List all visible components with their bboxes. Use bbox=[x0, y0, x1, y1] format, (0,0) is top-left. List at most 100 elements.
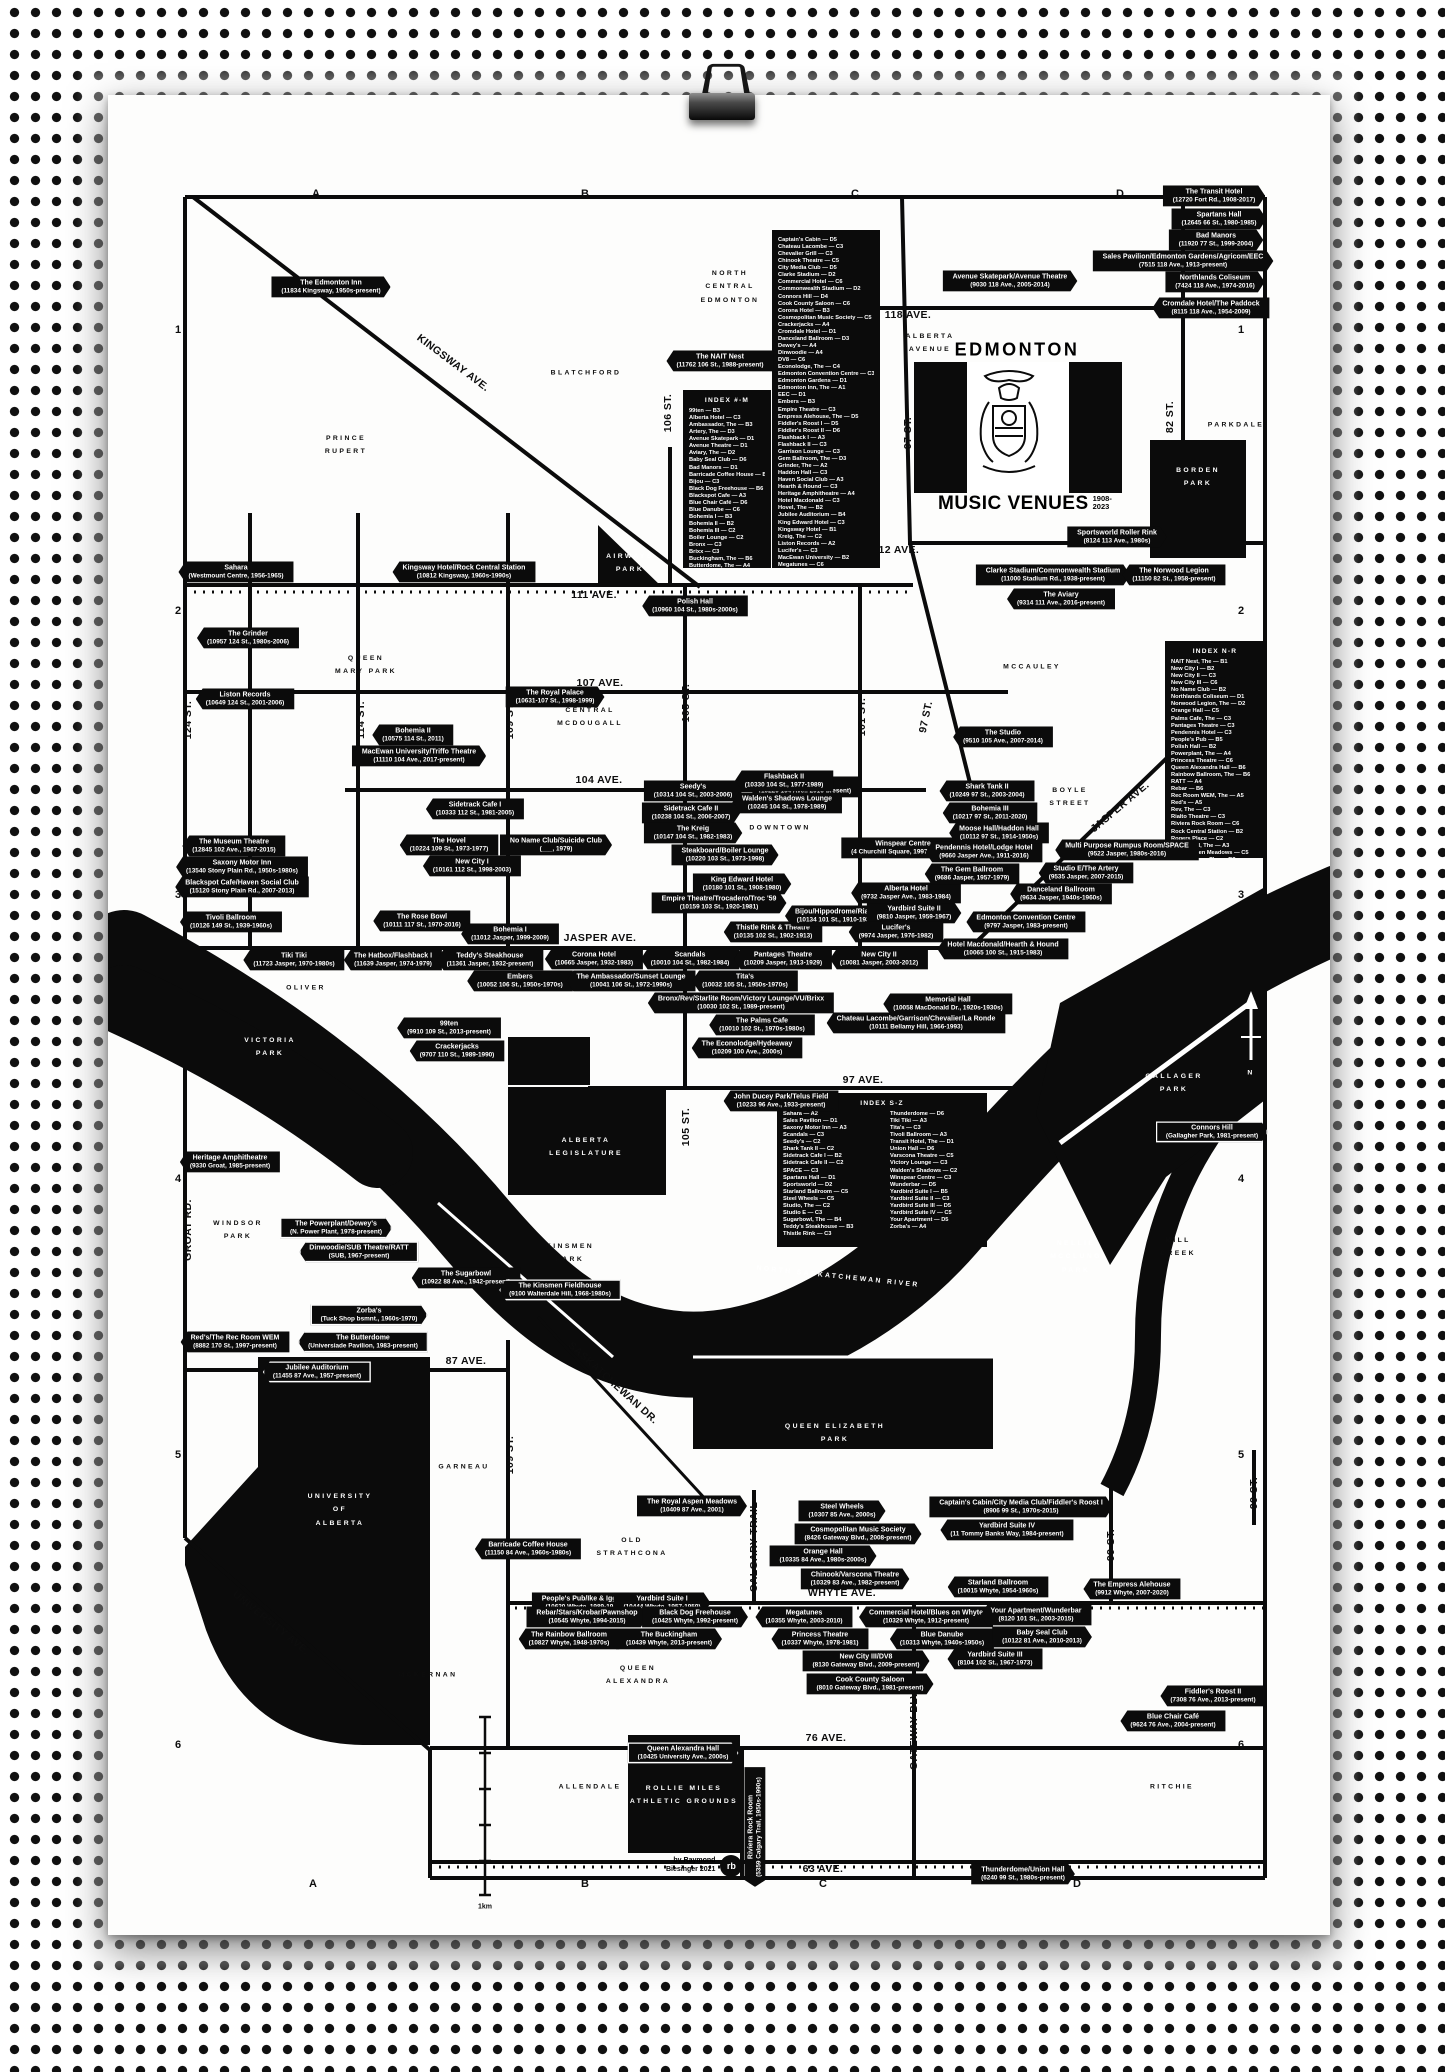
grid-number: 2 bbox=[174, 605, 182, 617]
venue-tag: Scandals(10010 104 St., 1982-1984) bbox=[640, 948, 740, 970]
venue-tag: New City I(10161 112 St., 1998-2003) bbox=[422, 855, 522, 877]
venue-tag: Bronx/Rev/Starlite Room/Victory Lounge/V… bbox=[647, 992, 835, 1014]
map-label: 87 AVE. bbox=[445, 1355, 487, 1367]
venue-tag: Memorial Hall(10058 MacDonald Dr., 1920s… bbox=[883, 993, 1013, 1015]
venue-tag: New City II(10081 Jasper, 2003-2012) bbox=[829, 948, 929, 970]
venue-tag: The Transit Hotel(12720 Fort Rd., 1908-2… bbox=[1163, 185, 1265, 206]
map-label: NELLIE MCCLUNG PARK bbox=[1050, 1240, 1102, 1274]
grid-number: 1 bbox=[174, 324, 182, 336]
grid-number: 5 bbox=[1237, 1449, 1245, 1461]
venue-tag: Sahara(Westmount Centre, 1956-1965) bbox=[178, 561, 294, 583]
venue-tag: Yardbird Suite II(9810 Jasper, 1959-1967… bbox=[867, 902, 962, 923]
venue-tag: Dinwoodie/SUB Theatre/RATT(SUB, 1967-pre… bbox=[299, 1241, 419, 1263]
venue-tag: The Royal Palace(10631-107 St., 1998-199… bbox=[506, 686, 605, 707]
venue-tag: Your Apartment/Wunderbar(8120 101 St., 2… bbox=[980, 1604, 1092, 1626]
venue-tag: The Ambassador/Sunset Lounge(10041 106 S… bbox=[566, 970, 696, 992]
creek-shape bbox=[1100, 1127, 1219, 1497]
map-label: 104 AVE. bbox=[575, 774, 623, 786]
venue-tag: The Buckingham(10439 Whyte, 2013-present… bbox=[616, 1628, 722, 1649]
map-label: BORDEN PARK bbox=[1176, 466, 1220, 487]
queen-elizabeth-park-shape bbox=[693, 1357, 993, 1449]
map-label: RITCHIE bbox=[1150, 1783, 1194, 1791]
venue-tag: Connors Hill(Gallagher Park, 1981-presen… bbox=[1156, 1121, 1268, 1142]
grid-letter: A bbox=[312, 188, 320, 200]
grid-number: 6 bbox=[1237, 1739, 1245, 1751]
borden-park-shape bbox=[1150, 440, 1246, 558]
venue-tag: Orange Hall(10335 84 Ave., 1980s-2000s) bbox=[770, 1545, 877, 1566]
map-label: 106 ST. bbox=[662, 393, 674, 433]
venue-tag: Hotel Macdonald/Hearth & Hound(10065 100… bbox=[937, 938, 1069, 960]
venue-tag: Bohemia III(10217 97 St., 2011-2020) bbox=[942, 802, 1038, 824]
grid-number: 5 bbox=[174, 1449, 182, 1461]
venue-tag: Cosmopolitan Music Society(8426 Gateway … bbox=[795, 1523, 922, 1544]
flag-panel bbox=[967, 362, 1069, 493]
venue-tag: The Hatbox/Flashback I(11639 Jasper, 197… bbox=[343, 949, 443, 971]
venue-tag: The Rainbow Ballroom(10827 Whyte, 1948-1… bbox=[518, 1628, 620, 1650]
venue-tag: Jubilee Auditorium(11455 87 Ave., 1957-p… bbox=[262, 1361, 372, 1383]
map-label: GALLAGER PARK bbox=[1145, 1072, 1203, 1093]
venue-tag: Blue Chair Café(9624 76 Ave., 2004-prese… bbox=[1120, 1710, 1226, 1732]
map-label: 63 AVE. bbox=[802, 1863, 844, 1875]
map-label: CENTRAL MCDOUGALL bbox=[557, 706, 623, 727]
venue-tag: Liston Records(10649 124 St., 2001-2006) bbox=[195, 688, 295, 710]
map-geometry bbox=[108, 195, 1330, 1897]
venue-tag: Chateau Lacombe/Garrison/Chevalier/La Ro… bbox=[826, 1012, 1006, 1034]
venue-tag: The Norwood Legion(11150 82 St., 1958-pr… bbox=[1122, 564, 1226, 586]
venue-tag: Alberta Hotel(9732 Jasper Ave., 1983-198… bbox=[851, 882, 961, 904]
venue-tag: Flashback II(10330 104 St., 1977-1989) bbox=[734, 770, 834, 792]
venue-tag: The Gem Ballroom(9686 Jasper, 1957-1979) bbox=[924, 863, 1020, 885]
venue-tag: The Royal Aspen Meadows(10409 87 Ave., 2… bbox=[637, 1495, 747, 1516]
venue-tag: MacEwan University/Triffo Theatre(11110 … bbox=[352, 745, 486, 766]
venue-tag: The Sugarbowl(10922 88 Ave., 1942-presen… bbox=[411, 1267, 521, 1289]
grid-number: 3 bbox=[174, 889, 182, 901]
map-label: ALBERTA AVENUE bbox=[905, 332, 955, 353]
map-label: WINDSOR PARK bbox=[213, 1219, 263, 1240]
map-label: 105 ST. bbox=[680, 1107, 692, 1147]
venue-tag: Multi Purpose Rumpus Room/SPACE(9522 Jas… bbox=[1055, 839, 1199, 861]
grid-letter: B bbox=[581, 188, 589, 200]
venue-tag: The Hovel(10224 109 St., 1973-1977) bbox=[399, 834, 499, 856]
road-network bbox=[183, 195, 1267, 1880]
map-label: 112 AVE. bbox=[872, 544, 920, 556]
map-label: 124 ST. bbox=[182, 700, 194, 740]
map-label: 99 ST. bbox=[1248, 1476, 1260, 1510]
poster-title: EDMONTON bbox=[954, 339, 1080, 360]
venue-tag: Northlands Coliseum(7424 118 Ave., 1974-… bbox=[1165, 271, 1264, 292]
venue-tag: Spartans Hall(12645 66 St., 1980-1985) bbox=[1172, 208, 1267, 229]
venue-tag: Bohemia I(11012 Jasper, 1999-2009) bbox=[461, 923, 559, 945]
venue-tag: The Kreig(10147 104 St., 1982-1983) bbox=[644, 822, 743, 843]
venue-tag: Polish Hall(10960 104 St., 1980s-2000s) bbox=[642, 595, 748, 617]
venue-tag: Chinook/Varscona Theatre(10329 83 Ave., … bbox=[801, 1568, 910, 1589]
map-label: ALBERTA LEGISLATURE bbox=[549, 1136, 623, 1157]
map-label: 105 ST. bbox=[680, 683, 692, 723]
map-label: 114 ST. bbox=[355, 701, 367, 739]
map-label: OLD STRATHCONA bbox=[596, 1536, 668, 1557]
venue-tag: The Butterdome(Universiade Pavilion, 198… bbox=[298, 1331, 428, 1353]
venue-tag: The Empress Alehouse(9912 Whyte, 2007-20… bbox=[1083, 1578, 1181, 1600]
map-label: MILL CREEK bbox=[1160, 1236, 1196, 1257]
grid-letter: B bbox=[581, 1878, 589, 1890]
grid-number: 1 bbox=[1237, 324, 1245, 336]
map-label: 1km bbox=[477, 1903, 493, 1911]
university-of-alberta-shape bbox=[185, 1357, 430, 1745]
venue-tag: Edmonton Convention Centre(9797 Jasper, … bbox=[966, 911, 1086, 933]
binder-clip-icon bbox=[689, 93, 755, 120]
map-label: 101 ST. bbox=[856, 697, 868, 737]
map-label: 109 ST. bbox=[504, 1435, 516, 1475]
venue-tag: Zorba's(Tuck Shop bsmnt., 1960s-1970) bbox=[311, 1304, 428, 1325]
venue-tag: Tiki Tiki(11723 Jasper, 1970-1980s) bbox=[243, 949, 345, 971]
map-label: DOWNTOWN bbox=[749, 824, 811, 832]
map-label: MCCAULEY bbox=[1003, 663, 1061, 671]
map-label: CALGARY TRAIL bbox=[748, 1501, 760, 1593]
venue-tag: The Kinsmen Fieldhouse(9100 Walterdale H… bbox=[499, 1279, 621, 1301]
venue-tag: Seedy's(10314 104 St., 2003-2006) bbox=[644, 780, 743, 801]
venue-tag: Cromdale Hotel/The Paddock(8115 118 Ave.… bbox=[1152, 297, 1270, 319]
venue-tag: Blackspot Cafe/Haven Social Club(15120 S… bbox=[175, 876, 309, 898]
map-label: ALLENDALE bbox=[558, 1783, 622, 1791]
venue-tag: Moose Hall/Haddon Hall(10112 97 St., 191… bbox=[949, 822, 1049, 844]
venue-tag: Pendennis Hotel/Lodge Hotel(9660 Jasper … bbox=[925, 841, 1043, 863]
venue-tag: Riviera Rock Room(5359 Calgary Trail, 19… bbox=[744, 1767, 765, 1887]
